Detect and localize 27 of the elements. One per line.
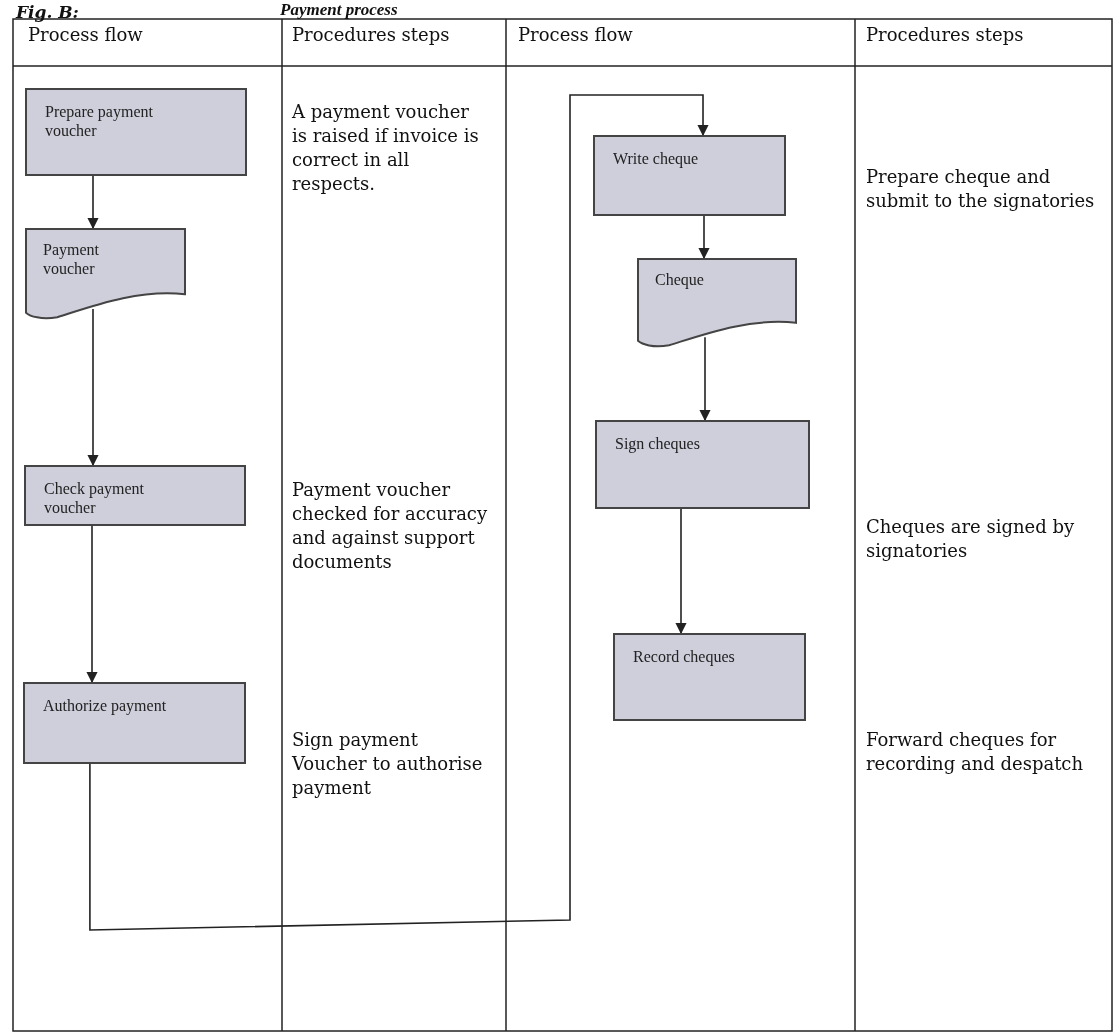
document-shape: Payment voucher [25, 228, 186, 320]
procedure-text: A payment voucher is raised if invoice is correct in all respects. [292, 100, 480, 196]
column-header: Procedures steps [292, 23, 451, 47]
arrow [87, 308, 99, 467]
process-box: Record cheques [613, 633, 806, 721]
procedure-text: Sign payment Voucher to authorise payment [292, 728, 484, 800]
procedure-text: Payment voucher checked for accuracy and against support documents [292, 478, 489, 574]
procedure-text: Cheques are signed by signatories [866, 515, 1076, 563]
process-box: Authorize payment [23, 682, 246, 764]
procedure-text: Forward cheques for recording and despatch [866, 728, 1085, 776]
figure-number: Fig. B: [16, 1, 79, 24]
procedure-text: Prepare cheque and submit to the signatories [866, 165, 1096, 213]
arrow [699, 336, 711, 422]
arrow [698, 215, 710, 260]
process-box: Write cheque [593, 135, 786, 216]
column-header: Process flow [518, 23, 634, 47]
process-box: Check payment voucher [24, 465, 246, 526]
figure-title: Payment process [280, 0, 398, 20]
arrow [89, 94, 709, 931]
arrow [675, 508, 687, 635]
arrow [86, 525, 98, 684]
column-header: Process flow [28, 23, 144, 47]
process-box: Sign cheques [595, 420, 810, 509]
column-header: Procedures steps [866, 23, 1025, 47]
document-shape: Cheque [637, 258, 797, 348]
arrow [87, 175, 99, 230]
process-box: Prepare payment voucher [25, 88, 247, 176]
